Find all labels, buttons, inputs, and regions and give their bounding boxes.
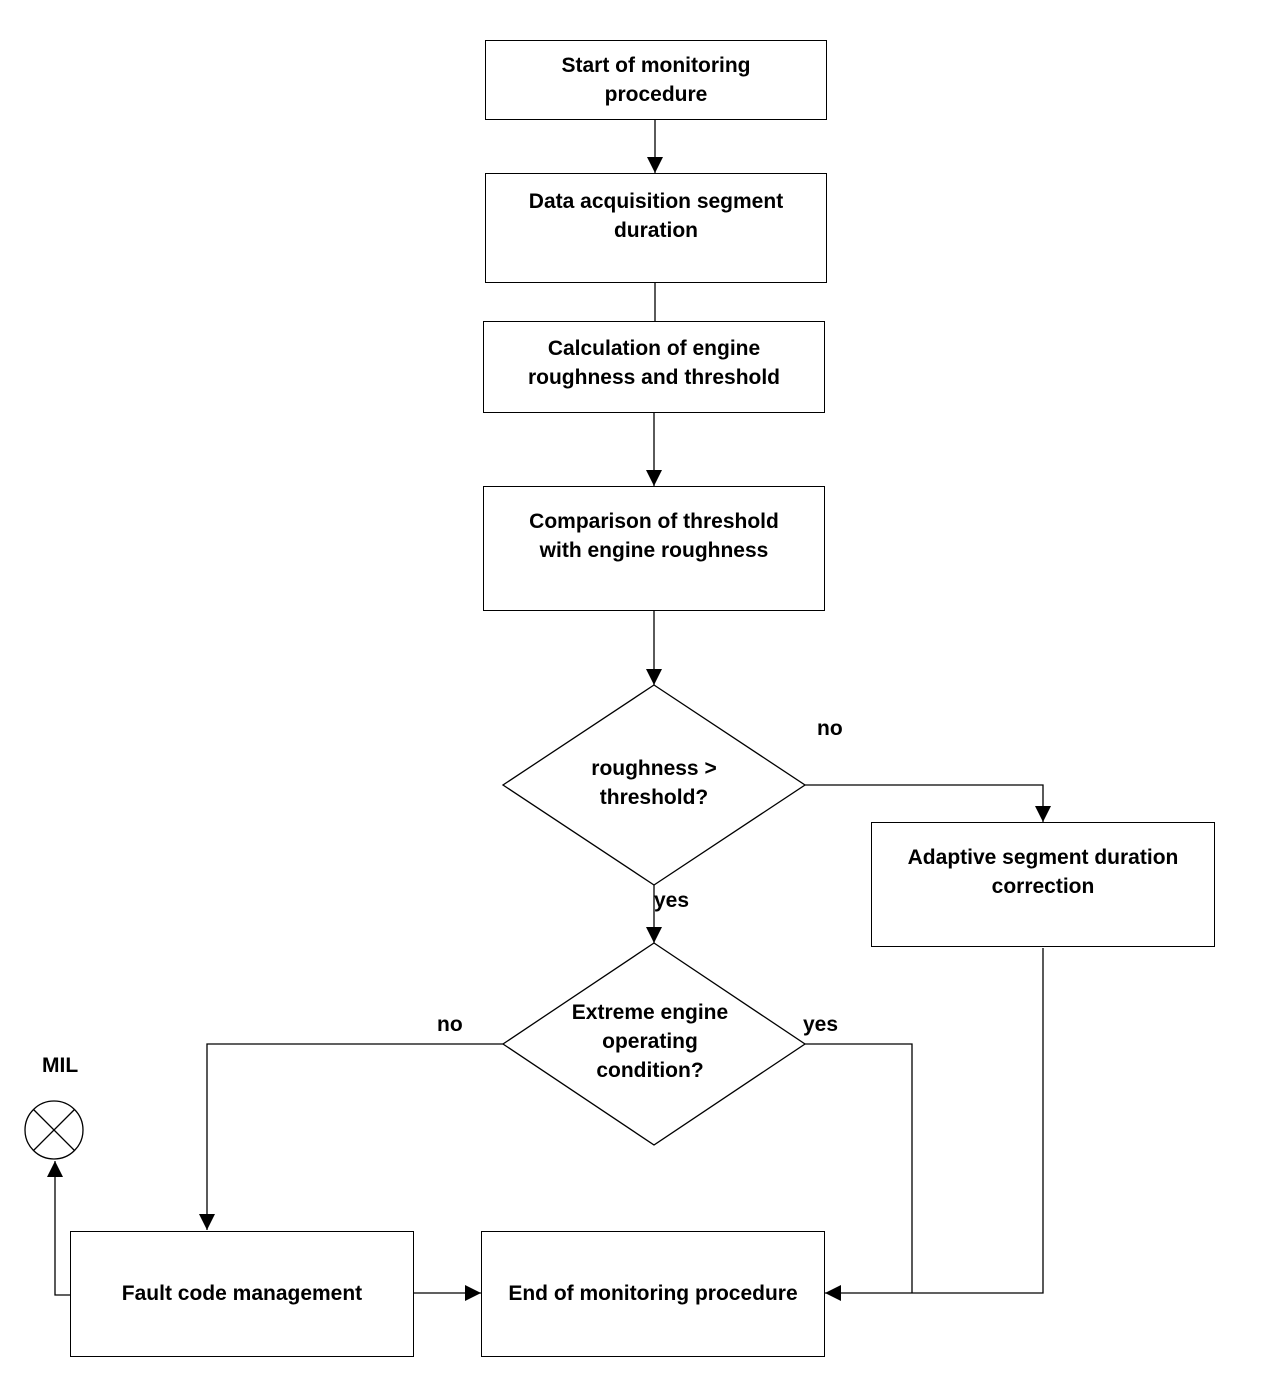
comparison-box: Comparison of threshold with engine roug… (483, 486, 825, 611)
cross-circle-icon (24, 1100, 84, 1160)
label-no-top: no (817, 717, 843, 740)
decision-diamond-extreme (501, 942, 807, 1146)
arrow-fault-to-mil (47, 1161, 70, 1296)
arrow-no-to-adaptive (805, 784, 1051, 822)
end-box: End of monitoring procedure (481, 1231, 825, 1357)
decision-extreme-line-1: Extreme engine (571, 1001, 729, 1024)
calculation-line-1: Calculation of engine (547, 337, 761, 360)
decision-roughness-line-1: roughness > (591, 757, 717, 780)
decision-roughness-line-2: threshold? (599, 786, 709, 809)
label-yes-mid: yes (654, 889, 690, 912)
decision-extreme-line-2: operating (602, 1030, 698, 1053)
comparison-line-1: Comparison of threshold (529, 510, 779, 533)
start-line-2: procedure (604, 83, 708, 106)
decision-roughness-text: roughness > threshold? (554, 754, 754, 812)
acquisition-line-2: duration (613, 218, 698, 242)
arrow-adaptive-to-end (825, 948, 1044, 1301)
adaptive-line-1: Adaptive segment duration (907, 846, 1179, 869)
fault-box: Fault code management (70, 1231, 414, 1357)
acquisition-line-1: Data acquisition segment (528, 189, 784, 213)
adaptive-line-2: correction (991, 875, 1095, 898)
line-yes-to-end (805, 1043, 913, 1293)
end-line-1: End of monitoring procedure (508, 1281, 798, 1305)
start-box: Start of monitoring procedure (485, 40, 827, 120)
comparison-line-2: with engine roughness (539, 539, 769, 562)
start-line-1: Start of monitoring (561, 54, 751, 77)
decision-diamond-roughness (501, 684, 807, 886)
label-mil: MIL (42, 1054, 79, 1077)
acquisition-box: Data acquisition segment duration (485, 173, 827, 283)
calculation-box: Calculation of engine roughness and thre… (483, 321, 825, 413)
arrow-no-to-fault (199, 1043, 503, 1230)
calculation-line-2: roughness and threshold (527, 366, 781, 389)
decision-extreme-text: Extreme engine operating condition? (550, 998, 750, 1085)
fault-line-1: Fault code management (121, 1281, 363, 1305)
label-no-left: no (437, 1013, 463, 1036)
adaptive-box: Adaptive segment duration correction (871, 822, 1215, 947)
decision-extreme-line-3: condition? (596, 1059, 704, 1082)
label-yes-right: yes (803, 1013, 839, 1036)
